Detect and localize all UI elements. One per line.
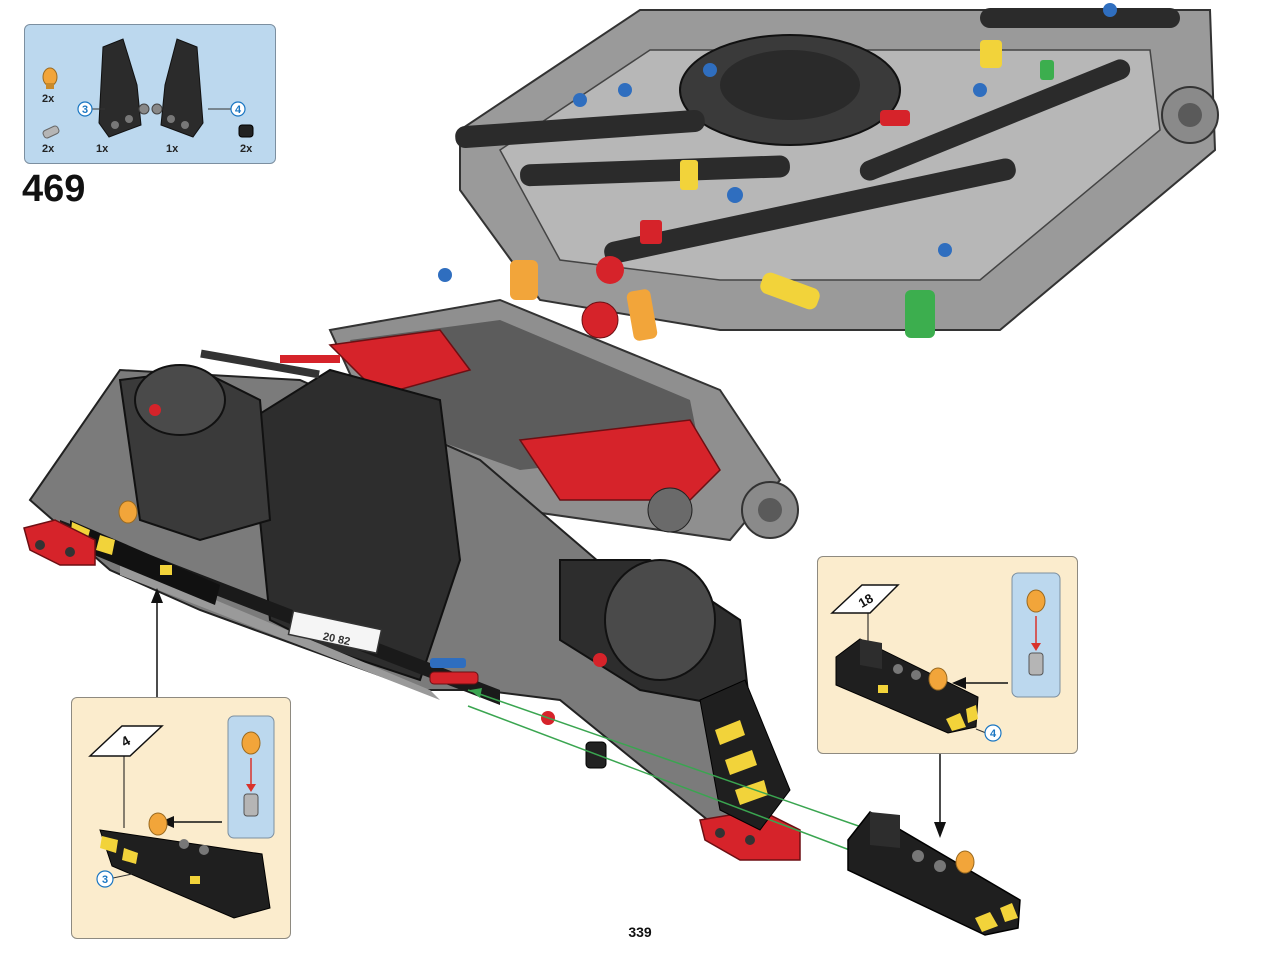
license-plate-text: 20 82: [322, 631, 351, 648]
chassis-middle-section: [300, 298, 799, 542]
callout-right-ref: 4: [990, 728, 997, 740]
step-number: 469: [22, 168, 86, 210]
qty-panel-left: 1x: [96, 143, 109, 155]
ref-number-4: 4: [235, 104, 242, 116]
front-left-red-bumper: [23, 519, 96, 566]
ref-circle-4: [230, 101, 246, 117]
ref-circle-3: [77, 101, 93, 117]
chassis-front-section: [23, 349, 801, 861]
qty-grey-pin: 2x: [42, 143, 55, 155]
black-panel-left-icon: [98, 38, 150, 138]
qty-black-bush: 2x: [240, 143, 253, 155]
callout-left: 4 3: [71, 697, 291, 939]
callout-right-illustration: 18 4: [830, 572, 1061, 742]
callout-right: 18 4: [817, 556, 1078, 754]
arrow-left-callout-to-model: [151, 588, 163, 697]
orange-light-icon: [42, 67, 58, 89]
page-number: 339: [628, 924, 652, 940]
front-hazard-plate-right: [699, 679, 791, 831]
black-bush-icon: [238, 124, 254, 138]
callout-left-panel: [99, 812, 271, 919]
sticker-number-right: 18: [856, 590, 876, 610]
installed-orange-light: [118, 500, 138, 524]
arrow-right-callout-down: [934, 752, 946, 838]
grey-pin-icon: [42, 125, 60, 139]
parts-list-box: 3 4 2x 2x 1x 1x 2x: [24, 24, 276, 164]
callout-left-illustration: 4 3: [88, 715, 275, 919]
sticker-marker-right: 18: [830, 584, 900, 649]
assembly-guide-lines: [467, 688, 871, 853]
callout-right-panel: [835, 638, 979, 734]
black-panel-right-icon: [151, 38, 204, 138]
callout-left-ref: 3: [102, 874, 108, 886]
parts-list-illustration: 3 4: [42, 38, 254, 139]
qty-orange-light: 2x: [42, 93, 55, 105]
chassis-rear-section: [435, 3, 1219, 425]
ref-number-3: 3: [82, 104, 88, 116]
loose-panel-right: [847, 811, 1021, 936]
license-plate: 20 82: [287, 610, 383, 654]
qty-panel-right: 1x: [166, 143, 179, 155]
sticker-marker-left: 4: [88, 725, 164, 828]
